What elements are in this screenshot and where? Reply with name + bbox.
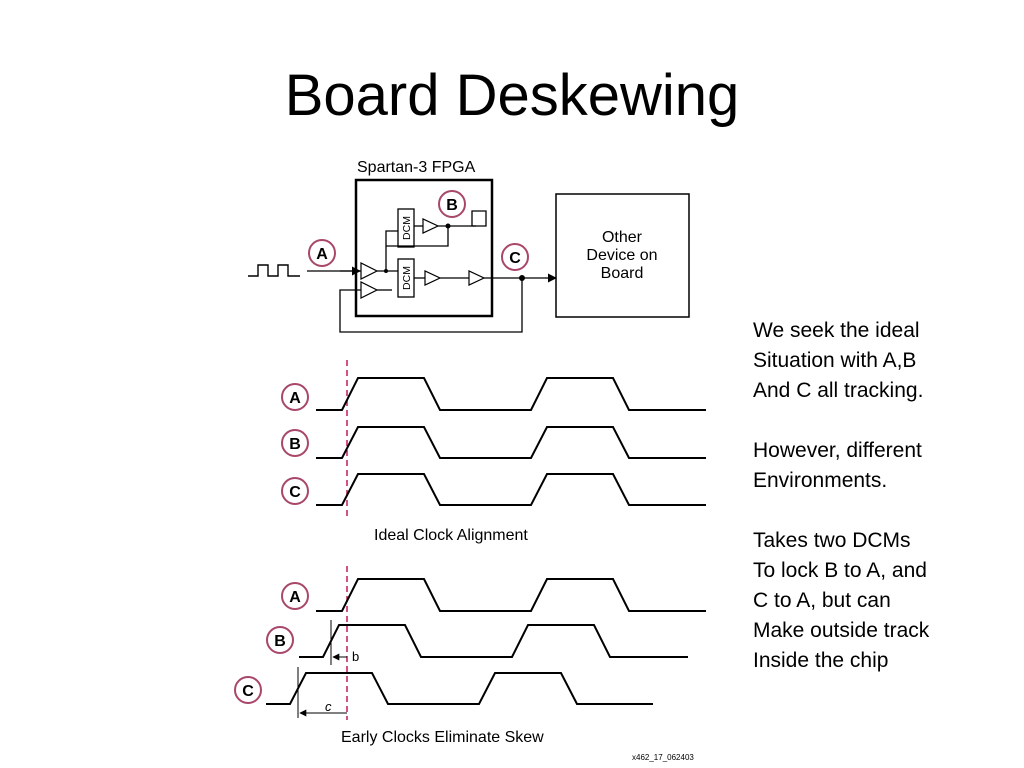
dcm-upper xyxy=(397,208,415,248)
marker-a-top: A xyxy=(308,239,336,267)
marker-c-top-label: C xyxy=(509,250,521,267)
notes-line: Make outside track xyxy=(753,619,930,642)
slide-title: Board Deskewing xyxy=(284,63,740,128)
notes-line: Takes two DCMs xyxy=(753,529,911,552)
marker-c-early-label: C xyxy=(242,683,254,700)
input-buffer-bottom xyxy=(360,281,379,299)
figure-id: x462_17_062403 xyxy=(632,753,694,762)
junction-fb xyxy=(384,269,388,273)
marker-b-ideal-label: B xyxy=(289,436,301,453)
fpga-chip-box xyxy=(354,178,494,318)
other-device-box xyxy=(555,193,690,318)
other-device-line-1: Other xyxy=(602,229,643,246)
marker-a-ideal: A xyxy=(281,383,309,411)
notes-line: However, different xyxy=(753,439,922,462)
skew-label-c: c xyxy=(325,699,332,714)
input-buffer-top xyxy=(360,262,379,280)
skew-indicators xyxy=(297,620,347,718)
notes-line: Inside the chip xyxy=(753,649,889,672)
notes-line: Environments. xyxy=(753,469,888,492)
marker-b-top-label: B xyxy=(446,197,458,214)
notes-line: We seek the ideal xyxy=(753,319,920,342)
junction-b xyxy=(445,223,451,229)
marker-b-early-label: B xyxy=(274,633,286,650)
clock-input-symbol xyxy=(248,264,300,277)
notes-line: And C all tracking. xyxy=(753,379,924,402)
other-device-line-3: Board xyxy=(601,265,644,282)
output-buffer-c xyxy=(468,270,486,286)
notes-paragraph-1: We seek the ideal Situation with A,B And… xyxy=(753,316,1013,406)
notes-line: C to A, but can xyxy=(753,589,891,612)
marker-c-early: C xyxy=(234,676,262,704)
junction-c xyxy=(519,275,525,281)
fpga-label: Spartan-3 FPGA xyxy=(357,159,476,176)
fpga-wiring xyxy=(307,210,545,333)
buffer-dcm-out xyxy=(424,270,442,286)
notes-paragraph-3: Takes two DCMs To lock B to A, and C to … xyxy=(753,526,1013,676)
notes-line: To lock B to A, and xyxy=(753,559,927,582)
marker-c-top: C xyxy=(501,243,529,271)
marker-a-ideal-label: A xyxy=(289,390,301,407)
early-waveforms xyxy=(266,578,706,705)
marker-a-top-label: A xyxy=(316,246,328,263)
notes-paragraph-2: However, different Environments. xyxy=(753,436,1013,496)
marker-b-ideal: B xyxy=(281,429,309,457)
marker-b-early: B xyxy=(266,626,294,654)
buffer-b xyxy=(422,218,440,234)
notes-line: Situation with A,B xyxy=(753,349,917,372)
marker-c-ideal: C xyxy=(281,477,309,505)
marker-a-early: A xyxy=(281,582,309,610)
marker-a-early-label: A xyxy=(289,589,301,606)
skew-label-b: b xyxy=(352,649,359,664)
other-device-line-2: Device on xyxy=(586,247,657,264)
marker-c-ideal-label: C xyxy=(289,484,301,501)
early-caption: Early Clocks Eliminate Skew xyxy=(341,729,544,746)
marker-b-top: B xyxy=(438,190,466,218)
dcm-lower-label: DCM xyxy=(401,266,413,290)
ideal-waveforms xyxy=(316,377,706,506)
ideal-caption: Ideal Clock Alignment xyxy=(374,527,528,544)
dcm-upper-label: DCM xyxy=(401,216,413,240)
notes-text-block: We seek the ideal Situation with A,B And… xyxy=(753,316,1013,676)
